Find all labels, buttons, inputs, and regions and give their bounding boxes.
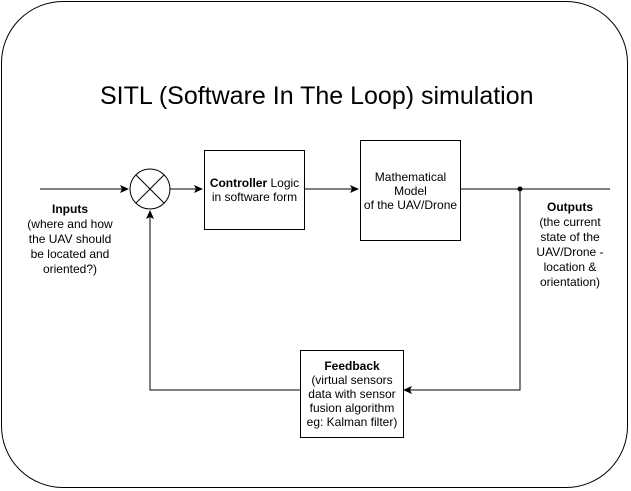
controller-label-rest: Logic — [267, 176, 300, 190]
controller-label-line2: in software form — [211, 190, 298, 204]
inputs-line3: be located and — [30, 247, 110, 261]
feedback-line3: fusion algorithm — [309, 401, 395, 415]
feedback-line2: data with sensor — [308, 387, 396, 401]
model-label-line2: Model — [394, 183, 427, 198]
model-label-line3: of the UAV/Drone — [363, 197, 458, 212]
model-block: Mathematical Model of the UAV/Drone — [360, 140, 461, 241]
feedback-line1: (virtual sensors — [311, 373, 393, 387]
feedback-block: Feedback (virtual sensors data with sens… — [300, 350, 404, 438]
outputs-line4: location & — [543, 260, 597, 274]
inputs-label: Inputs (where and how the UAV should be … — [20, 202, 120, 277]
model-label-line1: Mathematical — [374, 169, 447, 184]
feedback-heading: Feedback — [324, 359, 380, 373]
inputs-heading: Inputs — [52, 202, 88, 216]
inputs-line4: oriented?) — [42, 262, 98, 276]
feedback-line4: eg: Kalman filter) — [306, 415, 398, 429]
outputs-line2: state of the — [540, 230, 600, 244]
controller-block: Controller Logic in software form — [204, 150, 305, 230]
diagram-title: SITL (Software In The Loop) simulation — [100, 82, 534, 110]
outputs-heading: Outputs — [547, 200, 593, 214]
outputs-line3: UAV/Drone - — [536, 245, 604, 259]
output-to-feedback-arrow — [403, 189, 521, 394]
outputs-line1: (the current — [539, 215, 601, 229]
inputs-line1: (where and how — [27, 217, 113, 231]
inputs-line2: the UAV should — [28, 232, 112, 246]
outputs-line5: orientation) — [539, 275, 601, 289]
summing-junction-cross-b — [135, 174, 165, 204]
outputs-label: Outputs (the current state of the UAV/Dr… — [520, 200, 620, 290]
controller-label-bold: Controller — [209, 176, 268, 190]
feedback-to-junction-arrow — [146, 210, 300, 391]
